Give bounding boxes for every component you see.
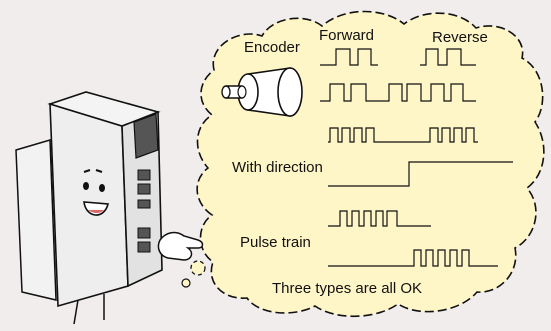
encoder-waveform-b xyxy=(320,83,476,102)
direction-pulse-waveform xyxy=(328,127,478,143)
bubble-tail-small xyxy=(181,278,191,288)
forward-label: Forward xyxy=(319,27,374,44)
pulse-train-label: Pulse train xyxy=(240,234,311,251)
with-direction-label: With direction xyxy=(232,159,323,176)
pulse-train-forward-waveform xyxy=(328,210,431,227)
encoder-label: Encoder xyxy=(244,39,300,56)
encoder-icon xyxy=(221,67,303,117)
bubble-tail-large xyxy=(190,260,206,276)
reverse-label: Reverse xyxy=(432,29,488,46)
pulse-train-reverse-waveform xyxy=(328,249,498,267)
servo-drive-mascot-icon xyxy=(15,91,204,325)
encoder-waveform-a xyxy=(320,48,476,66)
direction-sign-waveform xyxy=(328,161,513,187)
footer-caption: Three types are all OK xyxy=(272,280,422,297)
